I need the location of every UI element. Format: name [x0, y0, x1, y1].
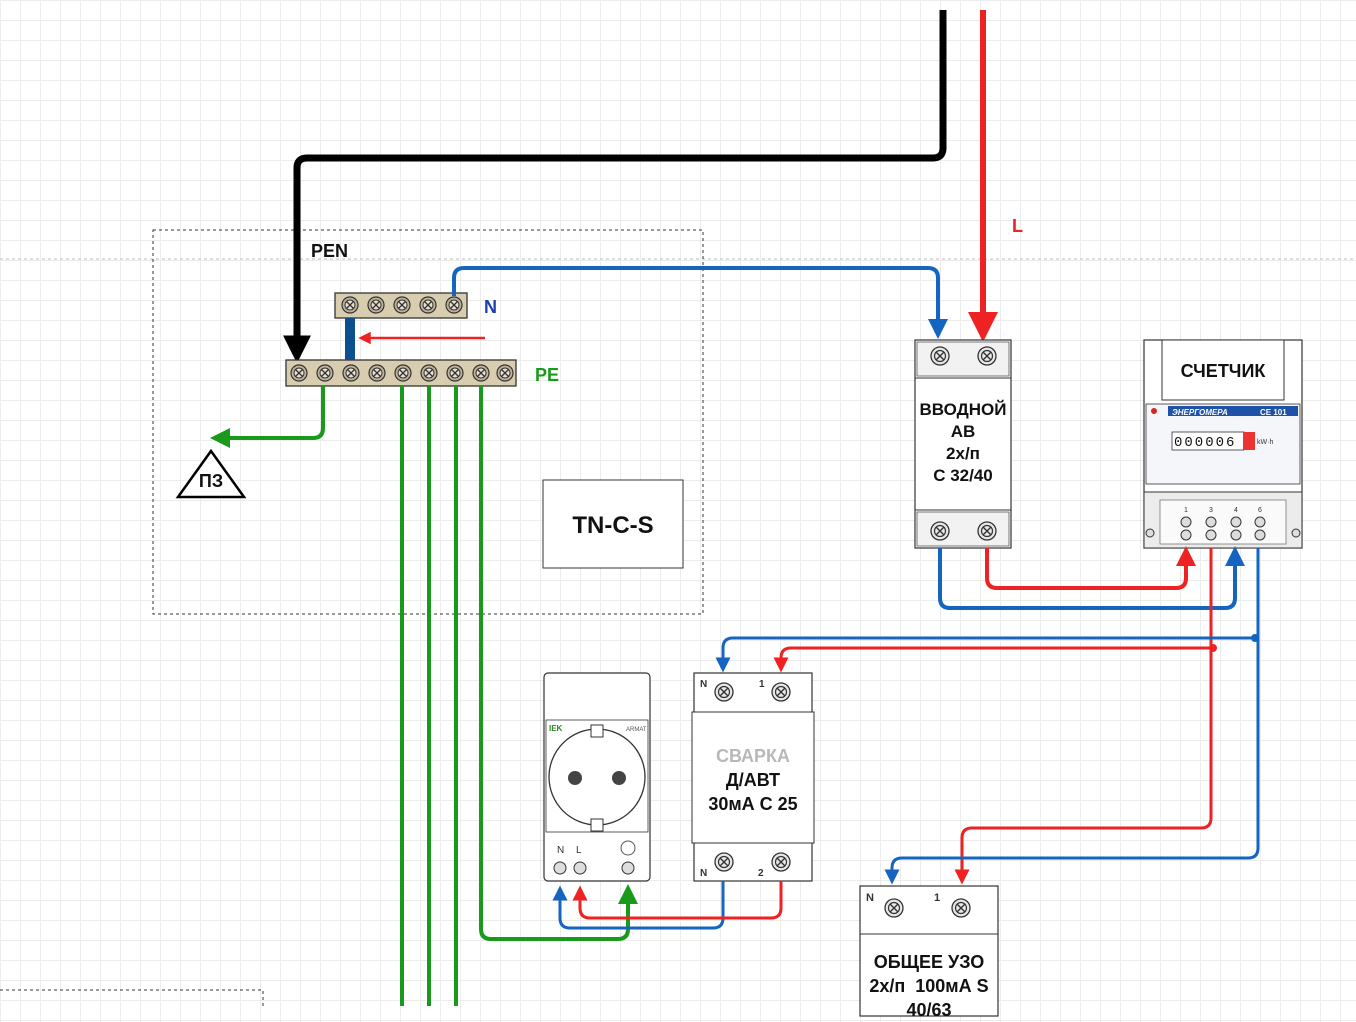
rcd-top-1: 1 — [934, 892, 940, 904]
welding-bottom-n: N — [700, 868, 707, 879]
input-breaker — [914, 339, 1012, 549]
ground-symbol — [175, 448, 247, 499]
n-busbar — [334, 292, 468, 319]
main-rcd-label: ОБЩЕЕ УЗО 2х/п 100мА S 40/63 — [856, 950, 1002, 1020]
pe-busbar — [285, 359, 517, 387]
meter-terminal-6: 6 — [1258, 507, 1262, 514]
welding-top-n: N — [700, 679, 707, 690]
welding-line1: СВАРКА — [715, 746, 791, 766]
meter-terminal-1: 1 — [1184, 507, 1188, 514]
welding-line2: Д/АВТ — [725, 770, 781, 790]
line-to-welding — [773, 646, 1213, 673]
meter-terminal-4: 4 — [1234, 507, 1238, 514]
socket — [543, 672, 651, 882]
n-pe-jumper — [345, 318, 355, 360]
meter-brand: ЭНЕРГОМЕРА — [1172, 408, 1228, 417]
neutral-wire-main — [452, 266, 948, 339]
welding-line3: 30мА С 25 — [708, 794, 798, 814]
meter-title: СЧЕТЧИК — [1181, 361, 1267, 381]
line-breaker-to-meter — [985, 546, 1196, 590]
meter-reading: 000006 — [1174, 435, 1236, 451]
pe-wires — [400, 386, 638, 1006]
neutral-breaker-to-meter — [938, 546, 1245, 610]
welding-top-1: 1 — [759, 679, 765, 690]
pen-label: PEN — [311, 241, 348, 261]
neutral-meter-out — [884, 548, 1260, 885]
meter-unit: kW·h — [1257, 439, 1273, 446]
rcd-line3: 40/63 — [906, 1000, 952, 1020]
line-rcbo-to-socket — [572, 881, 783, 920]
meter-model: CE 101 — [1260, 408, 1287, 417]
ground-wire-pz — [210, 386, 325, 448]
n-label: N — [484, 297, 497, 317]
pe-label: PE — [535, 365, 559, 385]
socket-terminal-l: L — [576, 845, 582, 856]
lower-zone — [0, 989, 264, 1006]
line-meter-out — [954, 548, 1213, 885]
scheme-label: TN-C-S — [572, 512, 653, 539]
welding-bottom-2: 2 — [758, 868, 764, 879]
rcd-line1: ОБЩЕЕ УЗО — [873, 952, 985, 972]
l-label: L — [1012, 216, 1023, 236]
rcd-line2: 2х/п 100мА S — [869, 976, 989, 996]
meter — [1143, 339, 1303, 549]
rcd-top-n: N — [866, 892, 874, 904]
welding-rcbo-label: СВАРКА Д/АВТ 30мА С 25 — [692, 744, 814, 816]
socket-model: ARMAT — [626, 727, 647, 733]
neutral-to-welding — [715, 636, 1258, 673]
input-breaker-line1: ВВОДНОЙ — [919, 400, 1007, 419]
main-rcd — [859, 885, 999, 1017]
input-breaker-label: ВВОДНОЙ АВ 2х/п С 32/40 — [915, 399, 1011, 487]
welding-rcbo — [691, 672, 815, 882]
scheme-box — [542, 479, 684, 569]
meter-terminal-3: 3 — [1209, 507, 1213, 514]
pz-label: ПЗ — [199, 471, 223, 491]
pen-wire — [283, 10, 947, 364]
socket-terminal-n: N — [557, 845, 564, 856]
input-breaker-line3: 2х/п — [946, 444, 980, 463]
neutral-rcbo-to-socket — [552, 881, 725, 930]
input-breaker-line2: АВ — [950, 422, 976, 441]
socket-brand: IEK — [549, 724, 563, 733]
input-breaker-line4: С 32/40 — [933, 466, 993, 485]
